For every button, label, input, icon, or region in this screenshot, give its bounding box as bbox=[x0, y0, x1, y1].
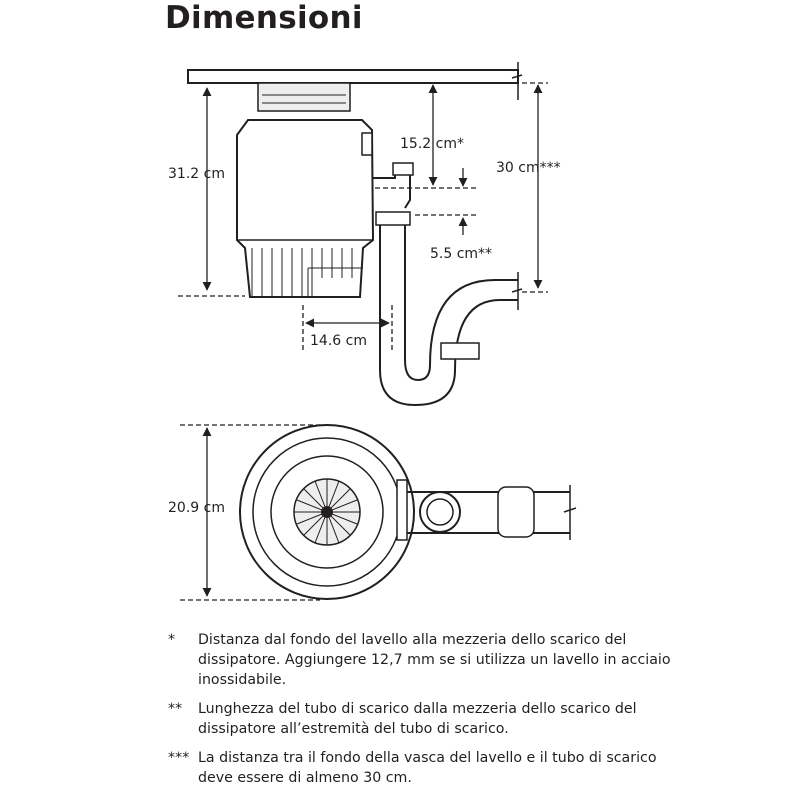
footnote-mark: ** bbox=[168, 701, 183, 717]
diameter-label: 20.9 cm bbox=[168, 500, 225, 516]
page-title: Dimensioni bbox=[165, 0, 363, 36]
footnote-text: La distanza tra il fondo della vasca del… bbox=[198, 750, 657, 786]
drain-center-label: 15.2 cm* bbox=[400, 136, 464, 152]
outlet-offset-label: 14.6 cm bbox=[310, 333, 367, 349]
footnote-text: Distanza dal fondo del lavello alla mezz… bbox=[198, 632, 671, 688]
height-label: 31.2 cm bbox=[168, 166, 225, 182]
footnotes: * Distanza dal fondo del lavello alla me… bbox=[168, 630, 688, 797]
disposer-top-view bbox=[239, 424, 577, 600]
footnote: ** Lunghezza del tubo di scarico dalla m… bbox=[168, 699, 688, 739]
drain-trap bbox=[379, 225, 518, 407]
disposer-body bbox=[236, 119, 375, 298]
footnote-mark: * bbox=[168, 632, 176, 648]
sink-surface bbox=[187, 69, 519, 84]
mounting-assembly bbox=[257, 82, 351, 112]
tube-length-label: 5.5 cm** bbox=[430, 246, 492, 262]
sink-to-drain-label: 30 cm*** bbox=[496, 160, 561, 176]
footnote-mark: *** bbox=[168, 750, 190, 766]
footnote-text: Lunghezza del tubo di scarico dalla mezz… bbox=[198, 701, 637, 737]
footnote: * Distanza dal fondo del lavello alla me… bbox=[168, 630, 688, 690]
footnote: *** La distanza tra il fondo della vasca… bbox=[168, 748, 688, 788]
